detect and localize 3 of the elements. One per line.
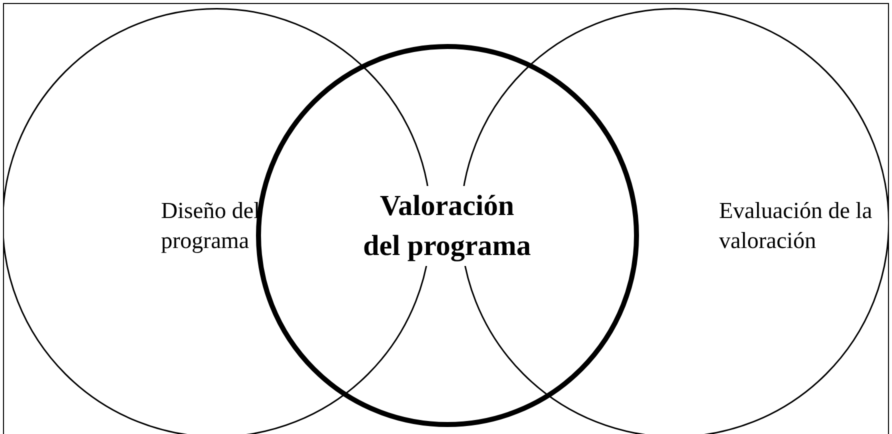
circle-label: Valoración del programa	[362, 186, 532, 266]
circle-label: Evaluación de la valoración	[719, 197, 874, 255]
circle-label: Diseño del programa	[161, 197, 262, 255]
